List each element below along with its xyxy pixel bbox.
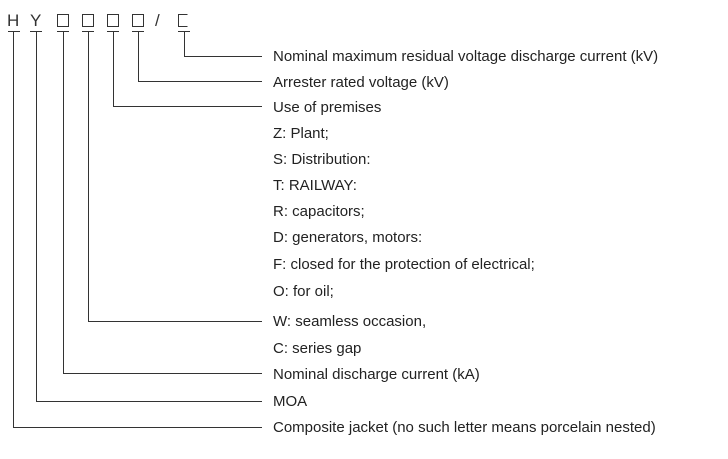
code-slot-use-of-premises	[107, 14, 119, 27]
desc-moa: MOA	[273, 393, 307, 410]
leader-lines	[13, 32, 262, 428]
desc-option-d: D: generators, motors:	[273, 229, 422, 246]
code-slot-discharge-current	[57, 14, 69, 27]
code-slash: /	[155, 11, 160, 30]
leader-use-of-premises	[113, 32, 262, 107]
leader-rated-voltage	[138, 32, 262, 82]
descriptions: Nominal maximum residual voltage dischar…	[273, 48, 658, 436]
desc-rated-voltage: Arrester rated voltage (kV)	[273, 74, 449, 91]
desc-option-w: W: seamless occasion,	[273, 313, 426, 330]
leader-moa	[36, 32, 262, 402]
desc-option-f: F: closed for the protection of electric…	[273, 256, 535, 273]
desc-option-o: O: for oil;	[273, 283, 334, 300]
desc-residual-voltage: Nominal maximum residual voltage dischar…	[273, 48, 658, 65]
code-slot-residual-voltage	[178, 14, 188, 27]
leader-structure	[88, 32, 262, 322]
leader-discharge-current	[63, 32, 262, 374]
desc-use-of-premises: Use of premises	[273, 99, 381, 116]
desc-composite-jacket: Composite jacket (no such letter means p…	[273, 419, 656, 436]
desc-discharge-current: Nominal discharge current (kA)	[273, 366, 480, 383]
code-slot-rated-voltage	[132, 14, 144, 27]
leader-residual-voltage	[184, 32, 262, 57]
desc-option-z: Z: Plant;	[273, 125, 329, 142]
code-letter-y: Y	[30, 11, 41, 30]
desc-option-s: S: Distribution:	[273, 151, 371, 168]
code-slot-structure	[82, 14, 94, 27]
code-letter-h: H	[7, 11, 19, 30]
leader-composite-jacket	[13, 32, 262, 428]
model-code: H Y /	[7, 11, 190, 32]
desc-option-c: C: series gap	[273, 340, 361, 357]
desc-option-r: R: capacitors;	[273, 203, 365, 220]
desc-option-t: T: RAILWAY:	[273, 177, 357, 194]
